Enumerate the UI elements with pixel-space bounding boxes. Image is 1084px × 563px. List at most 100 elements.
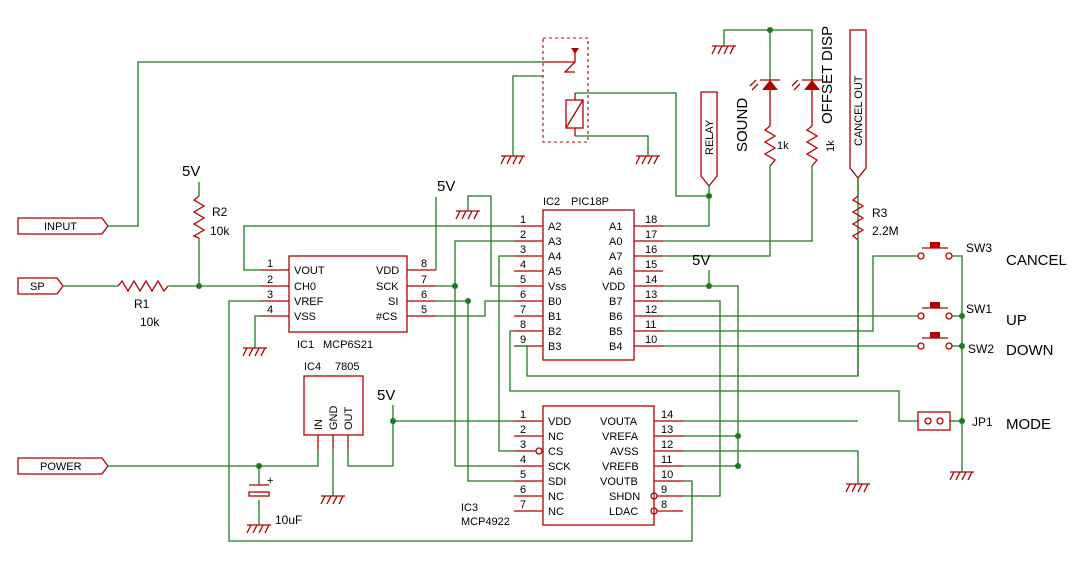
led-offset: [791, 79, 822, 126]
ic2-right-pin-numbers: 18 17 16 15 14 13 12 11 10: [645, 214, 657, 346]
relay: [542, 37, 589, 143]
ic1-ref: IC1: [297, 339, 314, 351]
input-port-label: INPUT: [44, 221, 77, 233]
svg-text:10: 10: [645, 334, 657, 346]
svg-text:B2: B2: [548, 326, 561, 338]
cancel-out-port-label: CANCEL OUT: [853, 75, 865, 146]
sw2-ref: SW2: [968, 342, 994, 356]
ic1-pin-3: 3: [267, 289, 273, 301]
resistor-offset: [805, 125, 819, 167]
ic2-left-pin-numbers: 1 2 3 4 5 6 7 8 9: [520, 214, 526, 346]
svg-text:VREFB: VREFB: [602, 461, 639, 473]
svg-text:B7: B7: [609, 296, 622, 308]
svg-text:9: 9: [520, 334, 526, 346]
svg-text:VOUTB: VOUTB: [600, 476, 638, 488]
ic2-right-pin-names: A1 A0 A7 A6 VDD B7 B6 B5 B4: [602, 221, 625, 353]
ic1-pin-stubs: [261, 269, 436, 317]
svg-text:11: 11: [661, 454, 672, 466]
svg-text:SHDN: SHDN: [609, 491, 640, 503]
ic1-pin-5: 5: [421, 304, 427, 316]
ic1-pin-name-7: SCK: [376, 281, 399, 293]
svg-text:5: 5: [520, 469, 526, 481]
supply-5v-ic3: 5V: [377, 387, 395, 404]
ic1-part: MCP6S21: [323, 339, 373, 351]
ic4-pin-in: IN: [313, 419, 325, 430]
supply-5v-ic2: 5V: [692, 252, 710, 269]
r-sound-value: 1k: [777, 140, 789, 152]
led-sound: [749, 79, 780, 126]
svg-text:+: +: [267, 475, 273, 487]
ic1-pin-7: 7: [421, 274, 427, 286]
ic2-part: PIC18P: [571, 196, 609, 208]
jp1-ref: JP1: [972, 415, 993, 429]
svg-text:3: 3: [520, 439, 526, 451]
ground-symbols: [242, 45, 974, 534]
sp-port-label: SP: [30, 281, 45, 293]
r3-value: 2.2M: [872, 224, 899, 238]
ic2-pin-stubs: [514, 225, 663, 347]
ic2-left-pin-names: A2 A3 A4 A5 Vss B0 B1 B2 B3: [548, 221, 567, 353]
svg-text:13: 13: [645, 289, 657, 301]
svg-text:5: 5: [520, 274, 526, 286]
svg-text:VOUTA: VOUTA: [600, 416, 638, 428]
svg-text:1: 1: [520, 409, 526, 421]
ic2-body: [542, 209, 635, 361]
switch-sw3: [917, 242, 953, 260]
relay-port-label: RELAY: [704, 119, 716, 155]
svg-text:12: 12: [645, 304, 657, 316]
sw3-label: CANCEL: [1006, 252, 1067, 269]
svg-text:A1: A1: [609, 221, 622, 233]
ic1-pin-1: 1: [267, 258, 273, 270]
ic1-pin-name-3: VREF: [294, 296, 324, 308]
capacitor-10uf: +: [248, 475, 273, 497]
svg-text:VDD: VDD: [548, 416, 571, 428]
ic2-ref: IC2: [543, 196, 560, 208]
resistor-r1: [117, 279, 169, 293]
ic3-left-pin-names: VDD NC CS SCK SDI NC NC: [548, 416, 571, 518]
jp1-label: MODE: [1006, 416, 1051, 433]
ic3-right-pin-names: VOUTA VREFA AVSS VREFB VOUTB SHDN LDAC: [600, 416, 640, 518]
svg-text:8: 8: [661, 499, 667, 511]
ic3-pin-stubs: [514, 420, 683, 515]
ic1-pin-4: 4: [267, 304, 273, 316]
svg-text:13: 13: [661, 424, 673, 436]
svg-text:2: 2: [520, 424, 526, 436]
svg-text:11: 11: [645, 319, 656, 331]
svg-text:B0: B0: [548, 296, 561, 308]
svg-text:3: 3: [520, 244, 526, 256]
supply-5v-ic1: 5V: [437, 178, 455, 195]
svg-text:15: 15: [645, 259, 657, 271]
ic1-pin-6: 6: [421, 289, 427, 301]
svg-text:SCK: SCK: [548, 461, 571, 473]
r2-value: 10k: [210, 224, 230, 238]
ic4-part: 7805: [335, 361, 359, 373]
svg-text:B1: B1: [548, 311, 561, 323]
switch-sw2: [917, 332, 953, 350]
svg-text:A5: A5: [548, 266, 561, 278]
r2-ref: R2: [212, 205, 228, 219]
ic1-pin-name-6: SI: [388, 296, 398, 308]
ic4-pin-gnd: GND: [328, 406, 340, 431]
svg-text:2: 2: [520, 229, 526, 241]
sw1-ref: SW1: [966, 302, 992, 316]
ic1-body: [288, 255, 408, 333]
ic3-left-pin-numbers: 1 2 3 4 5 6 7: [520, 409, 526, 511]
resistor-r3: [851, 195, 865, 241]
svg-text:NC: NC: [548, 491, 564, 503]
svg-text:Vss: Vss: [548, 281, 567, 293]
svg-text:B5: B5: [609, 326, 622, 338]
svg-text:14: 14: [661, 409, 673, 421]
svg-text:A6: A6: [609, 266, 622, 278]
svg-text:B3: B3: [548, 341, 561, 353]
ic4-ref: IC4: [304, 361, 321, 373]
junction-dots: [196, 27, 965, 469]
svg-text:NC: NC: [548, 506, 564, 518]
svg-text:8: 8: [520, 319, 526, 331]
ic3-right-pin-numbers: 14 13 12 11 10 9 8: [661, 409, 673, 511]
svg-text:12: 12: [661, 439, 673, 451]
svg-text:1: 1: [520, 214, 526, 226]
sw1-label: UP: [1006, 312, 1027, 329]
svg-text:A3: A3: [548, 236, 561, 248]
